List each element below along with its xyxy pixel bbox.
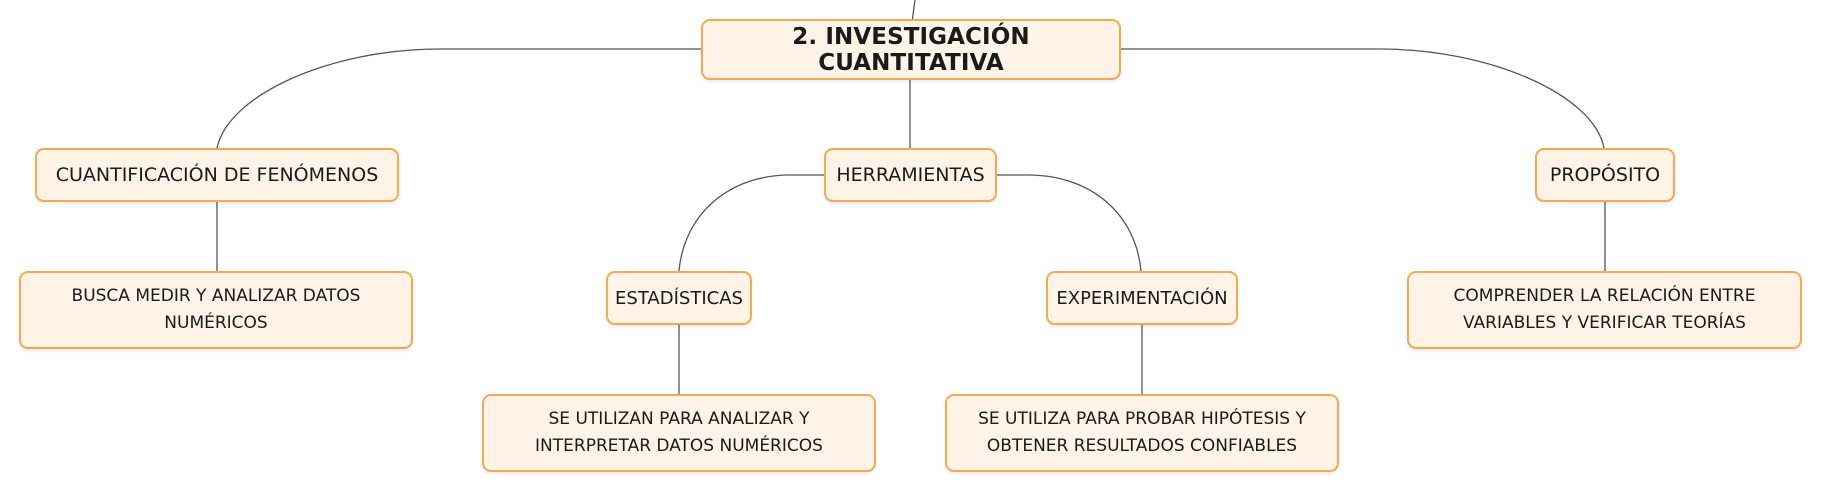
node-estadisticas-detail-text: SE UTILIZAN PARA ANALIZAR Y INTERPRETAR … <box>535 409 823 456</box>
connector-root-to-proposito <box>1121 48 1605 149</box>
node-experimentacion-detail-text: SE UTILIZA PARA PROBAR HIPÓTESIS Y OBTEN… <box>978 409 1306 456</box>
node-estadisticas-label: ESTADÍSTICAS <box>615 287 743 309</box>
root-node[interactable]: 2. INVESTIGACIÓN CUANTITATIVA <box>701 19 1121 80</box>
node-cuantificacion-detail-text: BUSCA MEDIR Y ANALIZAR DATOS NUMÉRICOS <box>71 286 361 333</box>
node-cuantificacion-detail[interactable]: BUSCA MEDIR Y ANALIZAR DATOS NUMÉRICOS <box>19 271 413 349</box>
node-proposito-label: PROPÓSITO <box>1549 164 1661 186</box>
node-proposito[interactable]: PROPÓSITO <box>1535 148 1675 202</box>
connector-herramientas-to-experimentacion <box>997 174 1142 272</box>
node-cuantificacion-label: CUANTIFICACIÓN DE FENÓMENOS <box>55 164 379 186</box>
node-proposito-detail-text: COMPRENDER LA RELACIÓN ENTRE VARIABLES Y… <box>1453 286 1756 333</box>
root-node-label: 2. INVESTIGACIÓN CUANTITATIVA <box>792 23 1030 76</box>
connector-parent-to-root <box>911 0 916 23</box>
node-estadisticas[interactable]: ESTADÍSTICAS <box>606 271 752 325</box>
node-estadisticas-detail[interactable]: SE UTILIZAN PARA ANALIZAR Y INTERPRETAR … <box>482 394 876 472</box>
node-experimentacion-detail[interactable]: SE UTILIZA PARA PROBAR HIPÓTESIS Y OBTEN… <box>945 394 1339 472</box>
connector-root-to-cuantificacion <box>216 48 701 149</box>
node-herramientas-label: HERRAMIENTAS <box>836 164 985 186</box>
node-cuantificacion[interactable]: CUANTIFICACIÓN DE FENÓMENOS <box>35 148 399 202</box>
node-experimentacion-label: EXPERIMENTACIÓN <box>1056 287 1228 309</box>
node-experimentacion[interactable]: EXPERIMENTACIÓN <box>1046 271 1238 325</box>
node-proposito-detail[interactable]: COMPRENDER LA RELACIÓN ENTRE VARIABLES Y… <box>1407 271 1802 349</box>
connector-herramientas-to-estadisticas <box>678 174 824 272</box>
node-herramientas[interactable]: HERRAMIENTAS <box>824 148 997 202</box>
